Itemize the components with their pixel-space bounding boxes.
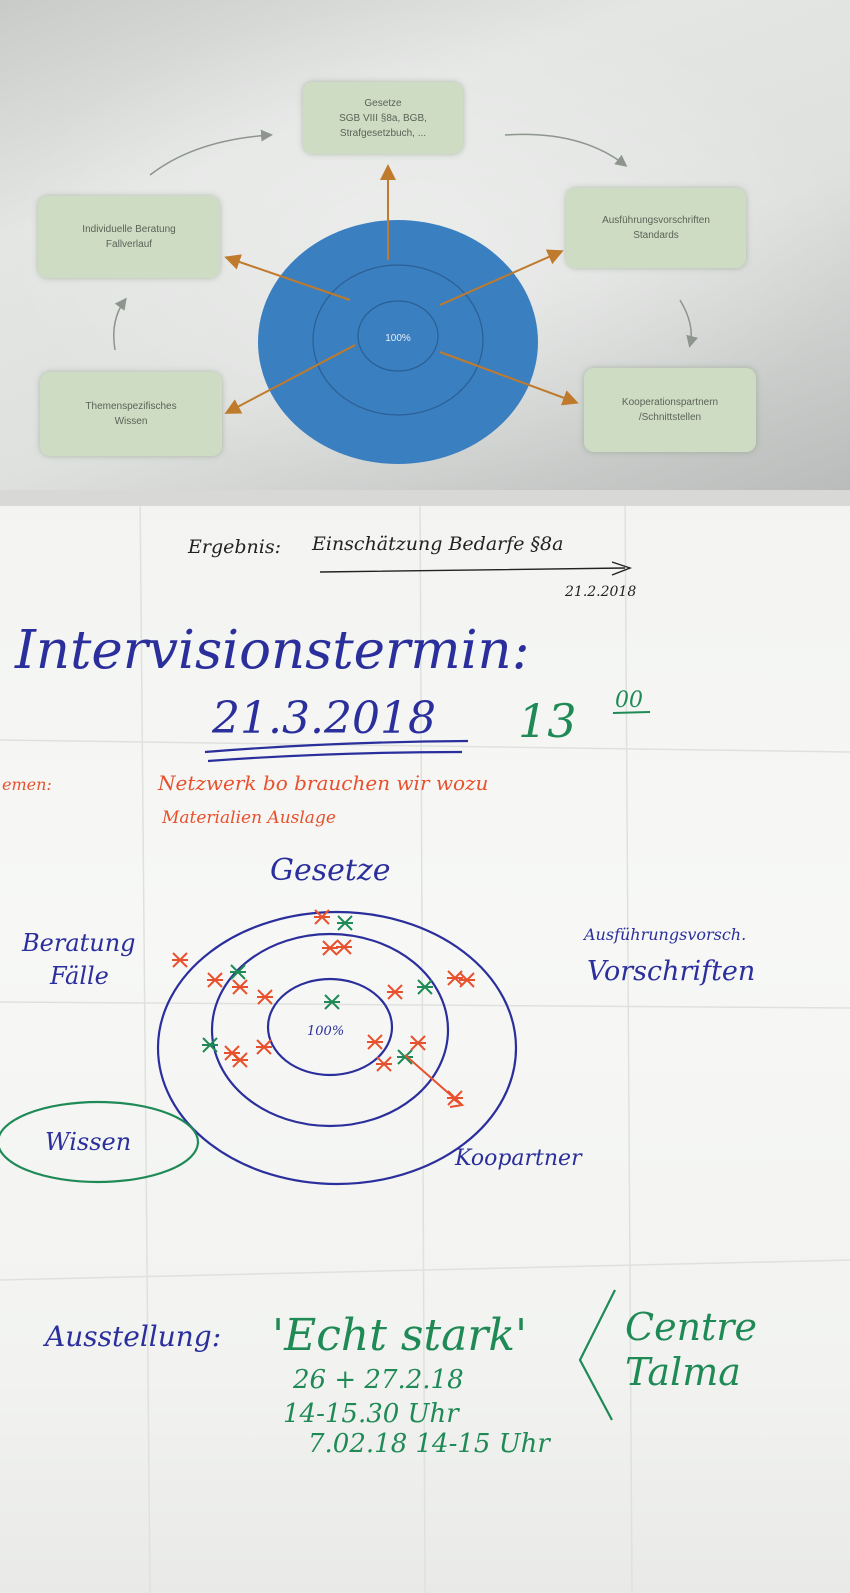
ausstellung-venue: Centre (625, 1305, 757, 1349)
star-mark (397, 1049, 413, 1065)
star-mark (417, 979, 433, 995)
star-mark (202, 1037, 218, 1053)
diagram-right-label: Vorschriften (587, 956, 755, 987)
star-mark (337, 915, 353, 931)
star-mark (232, 979, 248, 995)
box-laws-line: SGB VIII §8a, BGB, (339, 112, 427, 124)
box-partners-line: /Schnittstellen (638, 412, 702, 423)
middle-circle (210, 932, 450, 1128)
red-arrow-head (449, 1097, 465, 1108)
center-circle (258, 220, 538, 464)
intervision-date: 21.3.2018 (211, 693, 436, 744)
ergebnis-label: Ergebnis: (187, 536, 281, 558)
inner-circle (266, 977, 394, 1077)
diagram-left-label: Fälle (49, 962, 109, 990)
core-ring (357, 300, 439, 372)
diagram-center-label: 100% (307, 1024, 344, 1039)
diagram-top-label: Gesetze (270, 853, 390, 888)
intervision-title: Intervisionstermin: (14, 620, 530, 681)
star-mark (459, 972, 475, 988)
star-mark (314, 909, 330, 925)
box-laws-line: Gesetze (364, 97, 402, 109)
ergebnis-text: Einschätzung Bedarfe §8a (311, 533, 563, 555)
cycle-arrow (149, 129, 273, 176)
box-counseling: Individuelle Beratung Fallverlauf (38, 196, 220, 278)
intervision-time: 13 (518, 694, 577, 748)
star-mark (230, 964, 246, 980)
diagram-right-small-label: Ausführungsvorsch. (582, 925, 746, 944)
projected-slide-photo: 100% Gesetze SGB VIII §8a, BGB, Strafges… (0, 0, 850, 490)
outer-circle (156, 910, 518, 1186)
photo-edge (0, 490, 850, 506)
star-mark (376, 1056, 392, 1072)
cycle-arrow (113, 297, 127, 351)
ausstellung-dates: 26 + 27.2.18 (292, 1365, 464, 1395)
center-percent-label: 100% (385, 333, 411, 344)
diagram-left-label: Beratung (21, 929, 136, 957)
red-note-prefix: emen: (2, 775, 52, 794)
ausstellung-hours: 14-15.30 Uhr (283, 1399, 460, 1429)
ergebnis-date: 21.2.2018 (564, 584, 636, 600)
red-arrow-mark (404, 1054, 463, 1106)
time-underline (612, 711, 651, 714)
star-mark (336, 939, 352, 955)
red-note-line1: Netzwerk bo brauchen wir wozu (157, 771, 488, 795)
paper-folds (0, 490, 850, 1593)
box-regulations-line: Standards (633, 230, 679, 241)
diagram-bottom-right-label: Koopartner (454, 1146, 583, 1171)
arrow-right (439, 249, 564, 306)
star-mark (232, 1052, 248, 1068)
ausstellung-title: 'Echt stark' (272, 1310, 527, 1361)
flipchart-graphics: Ergebnis: Einschätzung Bedarfe §8a 21.2.… (0, 490, 850, 1593)
star-mark (367, 1034, 383, 1050)
ausstellung-label: Ausstellung: (42, 1320, 221, 1353)
red-note-line2: Materialien Auslage (161, 808, 336, 828)
wissen-oval (0, 1100, 200, 1184)
bracket-mark (578, 1289, 616, 1421)
star-mark (256, 1039, 272, 1055)
box-laws: Gesetze SGB VIII §8a, BGB, Strafgesetzbu… (303, 82, 463, 154)
box-counseling-line: Individuelle Beratung (82, 224, 176, 235)
box-counseling-line: Fallverlauf (105, 239, 153, 250)
star-mark (172, 952, 188, 968)
vote-marks (172, 909, 475, 1106)
star-mark (324, 994, 340, 1010)
ergebnis-arrow (319, 561, 633, 576)
star-mark (322, 940, 338, 956)
arrow-bottom-right (439, 351, 579, 406)
star-mark (257, 989, 273, 1005)
arrow-left (224, 254, 351, 301)
box-regulations: Ausführungsvorschriften Standards (566, 188, 746, 268)
date-underline (204, 739, 469, 754)
star-mark (387, 984, 403, 1000)
box-knowledge-line: Wissen (114, 416, 148, 427)
flipchart-photo: Ergebnis: Einschätzung Bedarfe §8a 21.2.… (0, 490, 850, 1593)
box-knowledge-line: Themenspezifisches (85, 401, 177, 412)
date-underline (207, 750, 463, 763)
intervision-time-minutes: 00 (615, 688, 643, 713)
ausstellung-extra-date: 7.02.18 14-15 Uhr (308, 1429, 551, 1459)
box-knowledge: Themenspezifisches Wissen (40, 372, 222, 456)
box-partners-line: Kooperationspartnern (621, 397, 719, 408)
star-mark (207, 972, 223, 988)
box-regulations-line: Ausführungsvorschriften (602, 215, 710, 226)
box-partners: Kooperationspartnern /Schnittstellen (584, 368, 756, 452)
ausstellung-venue: Talma (625, 1350, 741, 1394)
inner-ring (312, 264, 484, 416)
cycle-arrow (679, 299, 699, 348)
box-laws-line: Strafgesetzbuch, ... (339, 127, 427, 139)
star-mark (447, 970, 463, 986)
arrow-bottom-left (224, 344, 356, 414)
wissen-label: Wissen (45, 1128, 131, 1156)
cycle-arrow (504, 133, 628, 167)
star-mark (410, 1035, 426, 1051)
